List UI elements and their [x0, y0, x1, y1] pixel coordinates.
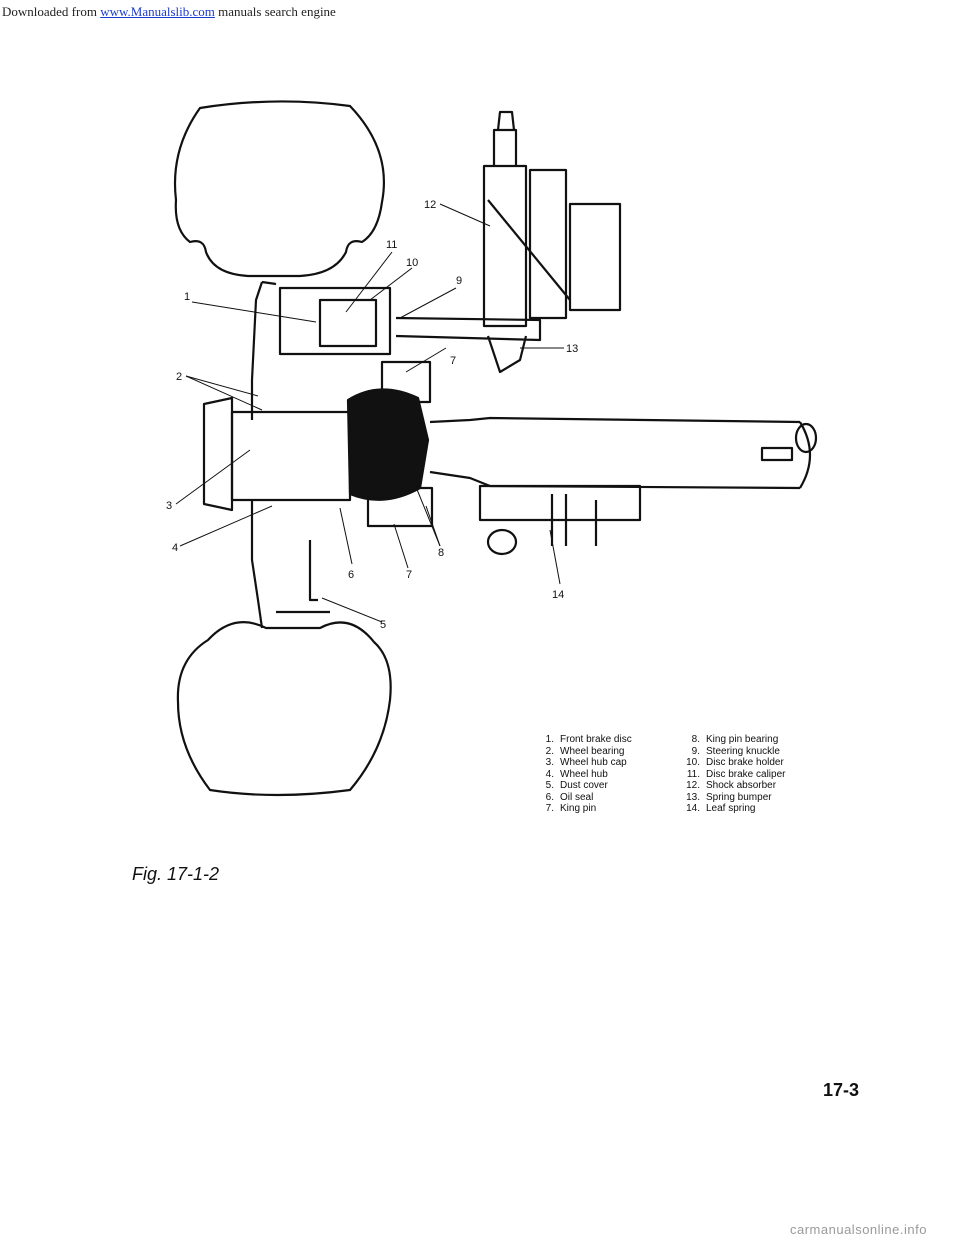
legend-item: 1.Front brake disc — [545, 734, 632, 745]
brake-caliper — [278, 286, 392, 356]
wheel-rim — [250, 280, 300, 629]
legend-item: 9.Steering knuckle — [691, 745, 780, 757]
dust-cover — [300, 540, 330, 614]
callout-5: 5 — [380, 619, 386, 631]
callout-9: 9 — [456, 275, 462, 287]
callout-11: 11 — [386, 239, 397, 251]
callout-7b: 7 — [406, 569, 412, 581]
parts-legend-right: 8.King pin bearing 9.Steering knuckle 10… — [678, 734, 785, 815]
page-number: 17-3 — [823, 1080, 860, 1100]
callout-10: 10 — [406, 257, 418, 269]
callout-13: 13 — [566, 343, 578, 355]
manualslib-link[interactable]: www.Manualslib.com — [100, 4, 215, 19]
axle-beam — [429, 416, 811, 490]
legend-item: 6.Oil seal — [545, 791, 594, 803]
callout-6: 6 — [348, 569, 354, 581]
download-header: Downloaded from www.Manualslib.com manua… — [2, 4, 336, 20]
watermark: carmanualsonline.info — [790, 1222, 927, 1237]
callout-12: 12 — [424, 199, 436, 211]
legend-item: 5.Dust cover — [545, 780, 608, 791]
header-prefix: Downloaded from — [2, 4, 97, 19]
callout-7a: 7 — [450, 355, 456, 367]
callout-4: 4 — [172, 542, 178, 554]
callout-2: 2 — [176, 371, 182, 383]
tire-upper — [173, 100, 386, 278]
callout-14: 14 — [552, 589, 564, 601]
header-suffix: manuals search engine — [218, 4, 336, 19]
legend-item: 11.Disc brake caliper — [686, 768, 786, 780]
wheel-hub — [230, 410, 352, 502]
legend-item: 12.Shock absorber — [686, 780, 777, 791]
steering-knuckle — [346, 388, 430, 501]
legend-item: 13.Spring bumper — [686, 791, 772, 803]
callout-1: 1 — [184, 291, 190, 303]
legend-item: 2.Wheel bearing — [545, 745, 625, 757]
legend-item: 7.King pin — [545, 803, 597, 814]
legend-item: 4.Wheel hub — [545, 768, 608, 780]
legend-item: 10.Disc brake holder — [686, 757, 784, 768]
callout-8: 8 — [438, 547, 444, 559]
legend-item: 8.King pin bearing — [691, 734, 779, 745]
figure-caption: Fig. 17-1-2 — [132, 864, 220, 884]
hub-cap — [202, 396, 234, 512]
leaf-spring — [478, 484, 642, 546]
shock-absorber — [482, 164, 528, 328]
legend-item: 3.Wheel hub cap — [545, 757, 627, 768]
legend-item: 14.Leaf spring — [686, 803, 756, 814]
tire-lower — [176, 621, 392, 797]
parts-legend-left: 1.Front brake disc 2.Wheel bearing 3.Whe… — [532, 734, 632, 815]
callout-3: 3 — [166, 500, 172, 512]
